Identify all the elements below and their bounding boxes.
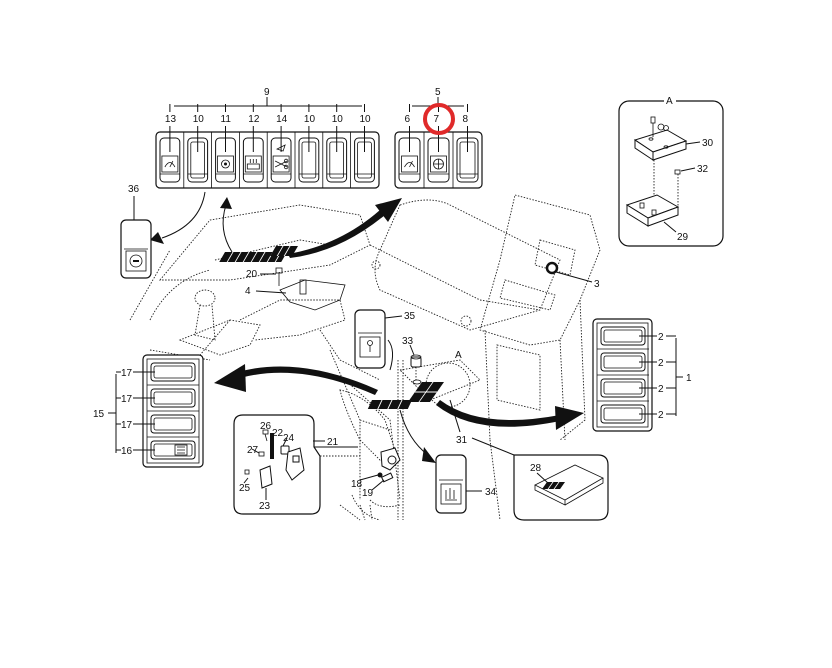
callout-5: 5 xyxy=(435,87,441,98)
callout-23: 23 xyxy=(259,501,271,512)
left-switch-panel xyxy=(108,354,204,468)
bolt-20 xyxy=(260,267,283,286)
callout-35: 35 xyxy=(404,311,416,322)
switch-slot-10 xyxy=(183,132,209,188)
callout-2: 2 xyxy=(658,410,664,421)
callout-10: 10 xyxy=(304,114,316,125)
right-switch-panel xyxy=(592,318,683,432)
detail-21-box xyxy=(233,414,360,515)
switch-slot-17 xyxy=(147,384,199,408)
callout-17: 17 xyxy=(121,368,133,379)
wiper-window-icon xyxy=(161,155,179,173)
switch-slot-10 xyxy=(294,132,320,188)
washer-icon xyxy=(430,155,447,173)
ignition-switch-3 xyxy=(545,261,593,283)
switch-slot-12 xyxy=(238,132,264,188)
callout-1: 1 xyxy=(686,373,692,384)
callout-27: 27 xyxy=(247,445,259,456)
callout-32: 32 xyxy=(697,164,709,175)
callout-6: 6 xyxy=(405,114,411,125)
callout-20: 20 xyxy=(246,269,258,280)
callout-2: 2 xyxy=(658,358,664,369)
callout-24: 24 xyxy=(283,433,295,444)
callout-10: 10 xyxy=(332,114,344,125)
highlight-circle-part-7 xyxy=(423,103,455,135)
callout-33: 33 xyxy=(402,336,414,347)
callout-8: 8 xyxy=(463,114,469,125)
work-light-icon xyxy=(174,444,188,456)
switch-slot-14 xyxy=(266,132,292,188)
callout-11: 11 xyxy=(221,114,232,125)
windshield-wiper-icon xyxy=(401,155,418,173)
callout-4: 4 xyxy=(245,286,251,297)
bracket-21 xyxy=(351,447,401,521)
arrow-head-34 xyxy=(422,447,436,463)
arrow-head-36 xyxy=(150,232,164,244)
armrest-switch-cluster xyxy=(367,382,444,409)
callout-17: 17 xyxy=(121,394,133,405)
callout-14: 14 xyxy=(276,114,288,125)
callout-31: 31 xyxy=(456,435,468,446)
switch-slot-7 xyxy=(423,132,450,188)
fan-icon xyxy=(217,155,234,173)
switch-slot-17 xyxy=(150,362,196,382)
switch-34 xyxy=(435,454,482,514)
callout-12: 12 xyxy=(248,114,260,125)
callout-29: 29 xyxy=(677,232,689,243)
callout-19: 19 xyxy=(362,488,374,499)
callout-28: 28 xyxy=(530,463,542,474)
callout-36: 36 xyxy=(128,184,140,195)
detail-a-title: A xyxy=(666,96,673,107)
callout-a-marker: A xyxy=(455,350,462,361)
callout-25: 25 xyxy=(239,483,251,494)
callout-26: 26 xyxy=(260,421,272,432)
switch-slot-2 xyxy=(600,326,646,346)
callout-3: 3 xyxy=(594,279,600,290)
wiper-switch-panel xyxy=(394,97,483,189)
callout-21: 21 xyxy=(327,437,339,448)
callout-13: 13 xyxy=(165,114,177,125)
callout-10: 10 xyxy=(360,114,372,125)
callout-9: 9 xyxy=(264,87,270,98)
switch-slot-2 xyxy=(597,374,649,398)
callout-30: 30 xyxy=(702,138,714,149)
arrow-head-5 xyxy=(375,198,402,222)
curved-arrows xyxy=(150,191,584,463)
knob-33 xyxy=(409,344,422,385)
switch-slot-16 xyxy=(147,436,199,460)
callout-2: 2 xyxy=(658,332,664,343)
callout-18: 18 xyxy=(351,479,363,490)
detail-28-box xyxy=(513,454,609,521)
callout-34: 34 xyxy=(485,487,497,498)
callout-7: 7 xyxy=(434,114,440,125)
heater-icon xyxy=(244,155,262,173)
switch-36 xyxy=(120,196,152,279)
callout-15: 15 xyxy=(93,409,105,420)
detail-a-box xyxy=(618,95,724,247)
top-switch-panel xyxy=(155,97,380,189)
dashboard-switch-cluster xyxy=(219,246,298,262)
arrow-head-9 xyxy=(220,197,232,209)
switch-slot-2 xyxy=(597,348,649,372)
arrow-head-15 xyxy=(214,364,246,392)
callout-16: 16 xyxy=(121,446,133,457)
callout-17: 17 xyxy=(121,420,133,431)
switch-slot-6 xyxy=(398,137,421,183)
switch-slot-8 xyxy=(452,132,479,188)
callout-22: 22 xyxy=(272,428,284,439)
switch-35 xyxy=(354,309,403,369)
callout-10: 10 xyxy=(193,114,205,125)
arrow-head-1 xyxy=(555,406,584,430)
callout-2: 2 xyxy=(658,384,664,395)
